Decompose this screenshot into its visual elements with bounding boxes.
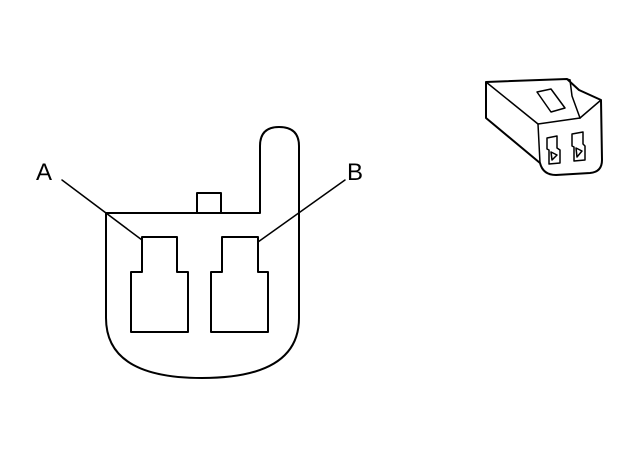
- connector-body-outline: [485, 78, 603, 176]
- connector-isometric-view: [485, 78, 603, 176]
- terminal-cavity-a: [130, 236, 189, 333]
- connector-front-inner: [579, 99, 602, 119]
- leader-line-a: [61, 179, 143, 241]
- connector-latch-slot: [536, 88, 566, 113]
- connector-front-face: [537, 123, 541, 164]
- terminal-cavity-b: [210, 236, 269, 333]
- terminal-opening-b: [571, 131, 586, 162]
- callout-label-a: A: [36, 159, 52, 186]
- connector-rear-wall: [566, 78, 571, 81]
- terminal-tab-a: [550, 151, 558, 161]
- leader-line-b: [257, 179, 346, 243]
- connector-latch-rib: [569, 79, 581, 119]
- callout-label-b: B: [347, 159, 363, 186]
- connector-housing-outline: [105, 126, 300, 379]
- connector-face-view: A B: [36, 126, 363, 379]
- terminal-tab-b: [575, 147, 583, 158]
- terminal-opening-a: [546, 135, 561, 165]
- locking-tab: [196, 192, 222, 214]
- connector-top-edge: [485, 81, 581, 125]
